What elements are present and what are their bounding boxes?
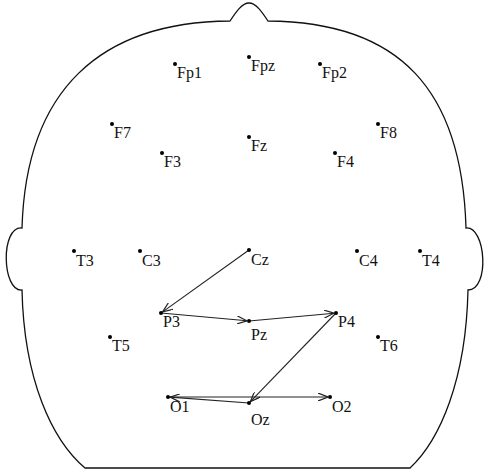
electrode-label: Fp2 [322,65,347,81]
sequence-arrow [249,313,334,321]
electrode-label: T4 [422,253,440,269]
electrode-label: T5 [112,338,130,354]
electrode-dot [247,319,251,323]
electrode-dot [334,311,338,315]
electrode-site: T3 [73,251,96,271]
electrode-site: Fpz [248,57,277,76]
electrode-site: Pz [248,321,269,345]
electrode-dot [328,395,332,399]
electrode-site: F4 [334,153,356,172]
electrode-site: C3 [139,251,163,271]
electrode-label: C4 [359,253,378,269]
electrode-label: Pz [251,327,267,343]
electrode-label: F4 [337,154,354,170]
electrode-dot [418,249,422,253]
electrode-label: Fp1 [177,65,202,81]
electrode-dot [247,55,251,59]
electrode-dot [173,62,177,66]
electrode-label: Fz [251,138,267,154]
electrode-site: C4 [356,251,380,271]
head-outline [6,3,483,468]
electrode-label: Cz [251,252,269,268]
electrode-site: F3 [161,153,183,172]
electrode-label: O2 [332,399,352,415]
electrode-dot [376,335,380,339]
sequence-arrow [163,250,249,312]
electrode-site: F8 [377,124,399,143]
electrode-label: T6 [380,338,398,354]
sequence-arrow [250,313,336,402]
electrode-label: F8 [380,125,397,141]
electrode-site: O1 [167,397,192,417]
electrode-label: F3 [164,154,181,170]
electrode-dot [108,335,112,339]
electrode-site: F7 [111,124,133,143]
electrode-dot [247,135,251,139]
electrode-dot [166,395,170,399]
electrode-site: Fz [248,137,269,156]
electrode-label: Oz [251,412,270,428]
electrode-dot [355,249,359,253]
electrode-site: O2 [329,397,354,417]
electrode-site: P4 [335,313,357,332]
electrode-label: O1 [170,399,190,415]
electrode-label: P4 [338,314,355,330]
electrode-dot [333,151,337,155]
electrode-site: T4 [419,251,442,271]
electrode-site: T5 [109,337,132,356]
electrode-dot [376,122,380,126]
electrode-dot [159,311,163,315]
sequence-arrow [168,396,328,397]
electrode-label: T3 [76,253,94,269]
electrode-site: Cz [248,250,271,270]
electrode-dot [72,249,76,253]
electrode-dot [318,62,322,66]
electrode-site: Oz [248,403,272,430]
electrode-site: T6 [377,337,400,356]
electrode-dot [160,151,164,155]
electrode-label: P3 [163,314,180,330]
electrode-site: Fp2 [319,64,349,83]
electrode-dot [247,401,251,405]
electrode-dot [138,249,142,253]
electrode-site: P3 [160,313,182,332]
electrode-site: Fp1 [174,64,204,83]
electrode-label: C3 [142,253,161,269]
electrode-label: Fpz [251,58,275,74]
electrode-dot [110,122,114,126]
electrode-label: F7 [114,125,131,141]
electrode-dot [247,248,251,252]
